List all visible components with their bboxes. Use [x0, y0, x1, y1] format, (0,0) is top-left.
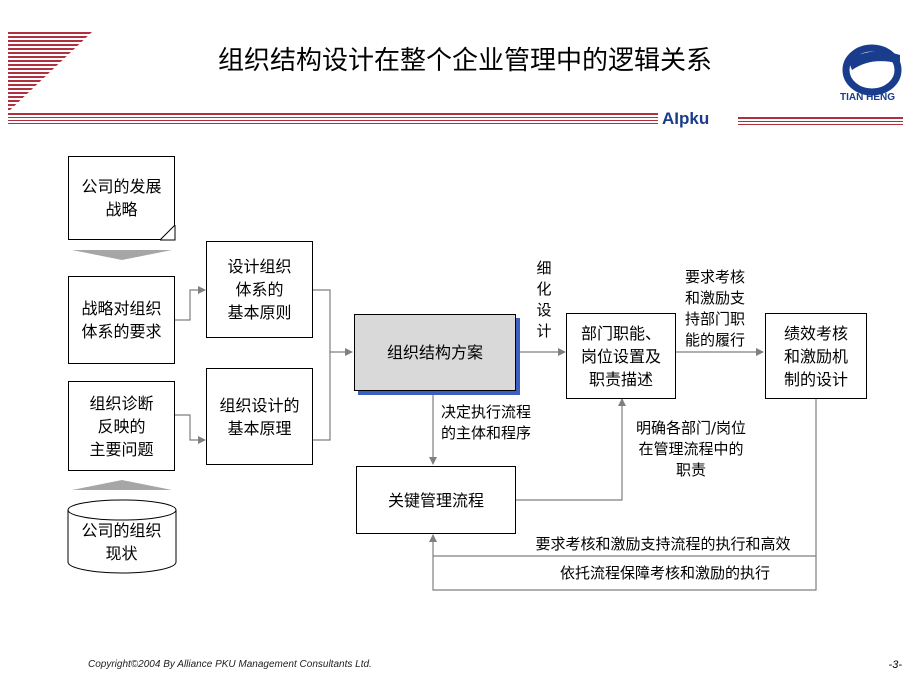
- page-number: -3-: [888, 659, 902, 671]
- label-require-efficiency: 要求考核和激励支持流程的执行和高效: [535, 535, 791, 553]
- header-decoration: [8, 32, 903, 125]
- node-company-strategy-label: 公司的发展 战略: [81, 177, 162, 219]
- node-key-process-label: 关键管理流程: [387, 490, 484, 510]
- label-decide-process: 决定执行流程 的主体和程序: [441, 403, 532, 442]
- node-strategic-requirements: 战略对组织 体系的要求: [68, 276, 175, 364]
- node-dept-functions-label: 部门职能、 岗位设置及 职责描述: [580, 323, 661, 389]
- node-strategic-requirements-label: 战略对组织 体系的要求: [81, 299, 162, 341]
- page-fold-icon: [160, 225, 176, 241]
- label-require-support: 要求考核 和激励支 持部门职 能的履行: [684, 268, 745, 349]
- connector-process-to-dept: [516, 398, 626, 501]
- node-org-diagnosis: 组织诊断 反映的 主要问题: [68, 381, 175, 471]
- node-basic-theory-label: 组织设计的 基本原理: [219, 395, 300, 438]
- node-design-principles: 设计组织 体系的 基本原则: [206, 241, 313, 338]
- node-structure-plan: 组织结构方案: [354, 314, 516, 391]
- node-key-process: 关键管理流程: [356, 466, 516, 534]
- node-company-strategy: 公司的发展 战略: [68, 156, 175, 240]
- company-logo-icon: [842, 44, 902, 96]
- label-clarify-duties: 明确各部门/岗位 在管理流程中的 职责: [635, 419, 747, 479]
- connector-req-to-principles: [174, 286, 206, 321]
- chevron-down-icon: [72, 250, 172, 260]
- brand-text: AIpku: [662, 109, 710, 128]
- node-basic-theory: 组织设计的 基本原理: [206, 368, 313, 465]
- node-current-state-label: 公司的组织 现状: [81, 521, 162, 563]
- label-refine-design: 细 化 设 计: [536, 259, 552, 340]
- brand-logo: AIpku: [662, 109, 709, 129]
- connector-theory-to-plan: [312, 352, 331, 441]
- node-current-state-shape: [67, 499, 177, 574]
- footer-copyright: Copyright©2004 By Alliance PKU Managemen…: [88, 659, 372, 670]
- connector-principles-to-plan: [312, 289, 353, 356]
- chevron-up-icon: [72, 480, 172, 490]
- node-dept-functions: 部门职能、 岗位设置及 职责描述: [566, 313, 676, 399]
- logo-text: TIAN HENG: [840, 92, 895, 103]
- node-design-principles-label: 设计组织 体系的 基本原则: [227, 257, 292, 322]
- node-performance-design-label: 绩效考核 和激励机 制的设计: [783, 323, 848, 389]
- connector-diag-to-theory: [174, 414, 206, 444]
- label-process-guarantee: 依托流程保障考核和激励的执行: [559, 564, 770, 582]
- node-structure-plan-label: 组织结构方案: [386, 343, 483, 362]
- node-current-state: 公司的组织 现状: [68, 516, 175, 568]
- connector-process-to-perf: [432, 556, 817, 591]
- node-performance-design: 绩效考核 和激励机 制的设计: [765, 313, 867, 399]
- connector-perf-to-process: [429, 399, 817, 557]
- page-title: 组织结构设计在整个企业管理中的逻辑关系: [217, 46, 712, 76]
- node-org-diagnosis-label: 组织诊断 反映的 主要问题: [89, 393, 154, 459]
